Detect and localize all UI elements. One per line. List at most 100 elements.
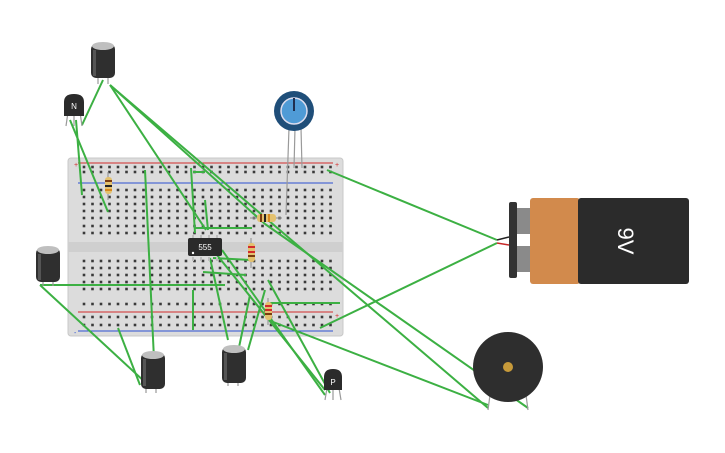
breadboard-hole[interactable] xyxy=(227,231,230,235)
wire[interactable] xyxy=(209,257,229,341)
breadboard-hole[interactable] xyxy=(184,280,188,284)
breadboard-hole[interactable] xyxy=(176,302,179,306)
breadboard-hole[interactable] xyxy=(99,216,103,220)
breadboard-hole[interactable] xyxy=(142,266,145,270)
breadboard-hole[interactable] xyxy=(235,302,239,306)
breadboard-hole[interactable] xyxy=(235,165,239,169)
breadboard-hole[interactable] xyxy=(133,170,137,174)
breadboard-hole[interactable] xyxy=(116,195,120,199)
breadboard-hole[interactable] xyxy=(91,195,94,199)
breadboard-hole[interactable] xyxy=(133,259,137,263)
breadboard-hole[interactable] xyxy=(184,315,188,319)
breadboard-hole[interactable] xyxy=(116,209,120,213)
breadboard-hole[interactable] xyxy=(150,188,154,192)
breadboard-hole[interactable] xyxy=(167,266,171,270)
breadboard-hole[interactable] xyxy=(159,315,162,319)
transistor-p[interactable]: P xyxy=(324,369,342,401)
breadboard-hole[interactable] xyxy=(108,202,111,206)
breadboard-hole[interactable] xyxy=(227,224,230,228)
breadboard-hole[interactable] xyxy=(159,202,162,206)
breadboard-hole[interactable] xyxy=(261,302,264,306)
breadboard-hole[interactable] xyxy=(167,323,171,327)
breadboard-hole[interactable] xyxy=(329,224,332,228)
breadboard-hole[interactable] xyxy=(167,202,171,206)
breadboard-hole[interactable] xyxy=(278,195,281,199)
breadboard-hole[interactable] xyxy=(244,266,247,270)
breadboard-hole[interactable] xyxy=(218,188,222,192)
breadboard-hole[interactable] xyxy=(227,209,230,213)
breadboard-hole[interactable] xyxy=(303,224,307,228)
breadboard-hole[interactable] xyxy=(167,280,171,284)
breadboard-hole[interactable] xyxy=(218,216,222,220)
breadboard-hole[interactable] xyxy=(150,165,154,169)
breadboard-hole[interactable] xyxy=(244,224,247,228)
breadboard-hole[interactable] xyxy=(252,224,256,228)
breadboard-hole[interactable] xyxy=(278,224,281,228)
breadboard-hole[interactable] xyxy=(142,224,145,228)
breadboard-hole[interactable] xyxy=(261,323,264,327)
wire[interactable] xyxy=(247,289,266,351)
breadboard-hole[interactable] xyxy=(295,315,298,319)
breadboard-hole[interactable] xyxy=(320,323,324,327)
breadboard-hole[interactable] xyxy=(167,188,171,192)
breadboard-hole[interactable] xyxy=(159,273,162,277)
breadboard-hole[interactable] xyxy=(99,266,103,270)
breadboard-hole[interactable] xyxy=(312,287,315,291)
breadboard-hole[interactable] xyxy=(201,231,205,235)
breadboard-hole[interactable] xyxy=(167,287,171,291)
breadboard-hole[interactable] xyxy=(108,302,111,306)
breadboard-hole[interactable] xyxy=(142,165,145,169)
breadboard-hole[interactable] xyxy=(244,209,247,213)
breadboard-hole[interactable] xyxy=(252,273,256,277)
breadboard-hole[interactable] xyxy=(278,287,281,291)
breadboard-hole[interactable] xyxy=(108,224,111,228)
breadboard-hole[interactable] xyxy=(286,202,290,206)
breadboard-hole[interactable] xyxy=(82,302,86,306)
breadboard-hole[interactable] xyxy=(142,302,145,306)
breadboard-hole[interactable] xyxy=(329,323,332,327)
breadboard-hole[interactable] xyxy=(91,259,94,263)
wire[interactable] xyxy=(319,242,498,329)
breadboard-hole[interactable] xyxy=(108,273,111,277)
breadboard-hole[interactable] xyxy=(303,195,307,199)
breadboard-hole[interactable] xyxy=(159,231,162,235)
breadboard-hole[interactable] xyxy=(184,165,188,169)
breadboard-hole[interactable] xyxy=(108,287,111,291)
breadboard-hole[interactable] xyxy=(91,287,94,291)
breadboard-hole[interactable] xyxy=(108,209,111,213)
breadboard-hole[interactable] xyxy=(150,231,154,235)
breadboard-hole[interactable] xyxy=(210,209,213,213)
breadboard-hole[interactable] xyxy=(159,302,162,306)
breadboard-hole[interactable] xyxy=(244,302,247,306)
breadboard-hole[interactable] xyxy=(252,188,256,192)
breadboard-hole[interactable] xyxy=(210,231,213,235)
breadboard-hole[interactable] xyxy=(142,202,145,206)
breadboard-hole[interactable] xyxy=(125,302,128,306)
breadboard-hole[interactable] xyxy=(108,323,111,327)
breadboard-hole[interactable] xyxy=(210,216,213,220)
breadboard-hole[interactable] xyxy=(252,287,256,291)
breadboard-hole[interactable] xyxy=(227,216,230,220)
breadboard-hole[interactable] xyxy=(184,266,188,270)
breadboard-hole[interactable] xyxy=(159,224,162,228)
breadboard-hole[interactable] xyxy=(303,165,307,169)
breadboard-hole[interactable] xyxy=(142,315,145,319)
capacitor[interactable] xyxy=(222,345,246,386)
breadboard-hole[interactable] xyxy=(235,280,239,284)
breadboard-hole[interactable] xyxy=(150,266,154,270)
breadboard-hole[interactable] xyxy=(210,165,213,169)
breadboard-hole[interactable] xyxy=(99,188,103,192)
breadboard-hole[interactable] xyxy=(218,273,222,277)
breadboard-hole[interactable] xyxy=(176,170,179,174)
breadboard-hole[interactable] xyxy=(142,273,145,277)
breadboard-hole[interactable] xyxy=(125,165,128,169)
breadboard-hole[interactable] xyxy=(176,231,179,235)
breadboard-hole[interactable] xyxy=(218,195,222,199)
breadboard-hole[interactable] xyxy=(91,273,94,277)
breadboard-hole[interactable] xyxy=(210,202,213,206)
breadboard-hole[interactable] xyxy=(252,323,256,327)
breadboard-hole[interactable] xyxy=(201,259,205,263)
breadboard-hole[interactable] xyxy=(91,209,94,213)
breadboard-hole[interactable] xyxy=(218,280,222,284)
breadboard-hole[interactable] xyxy=(303,315,307,319)
